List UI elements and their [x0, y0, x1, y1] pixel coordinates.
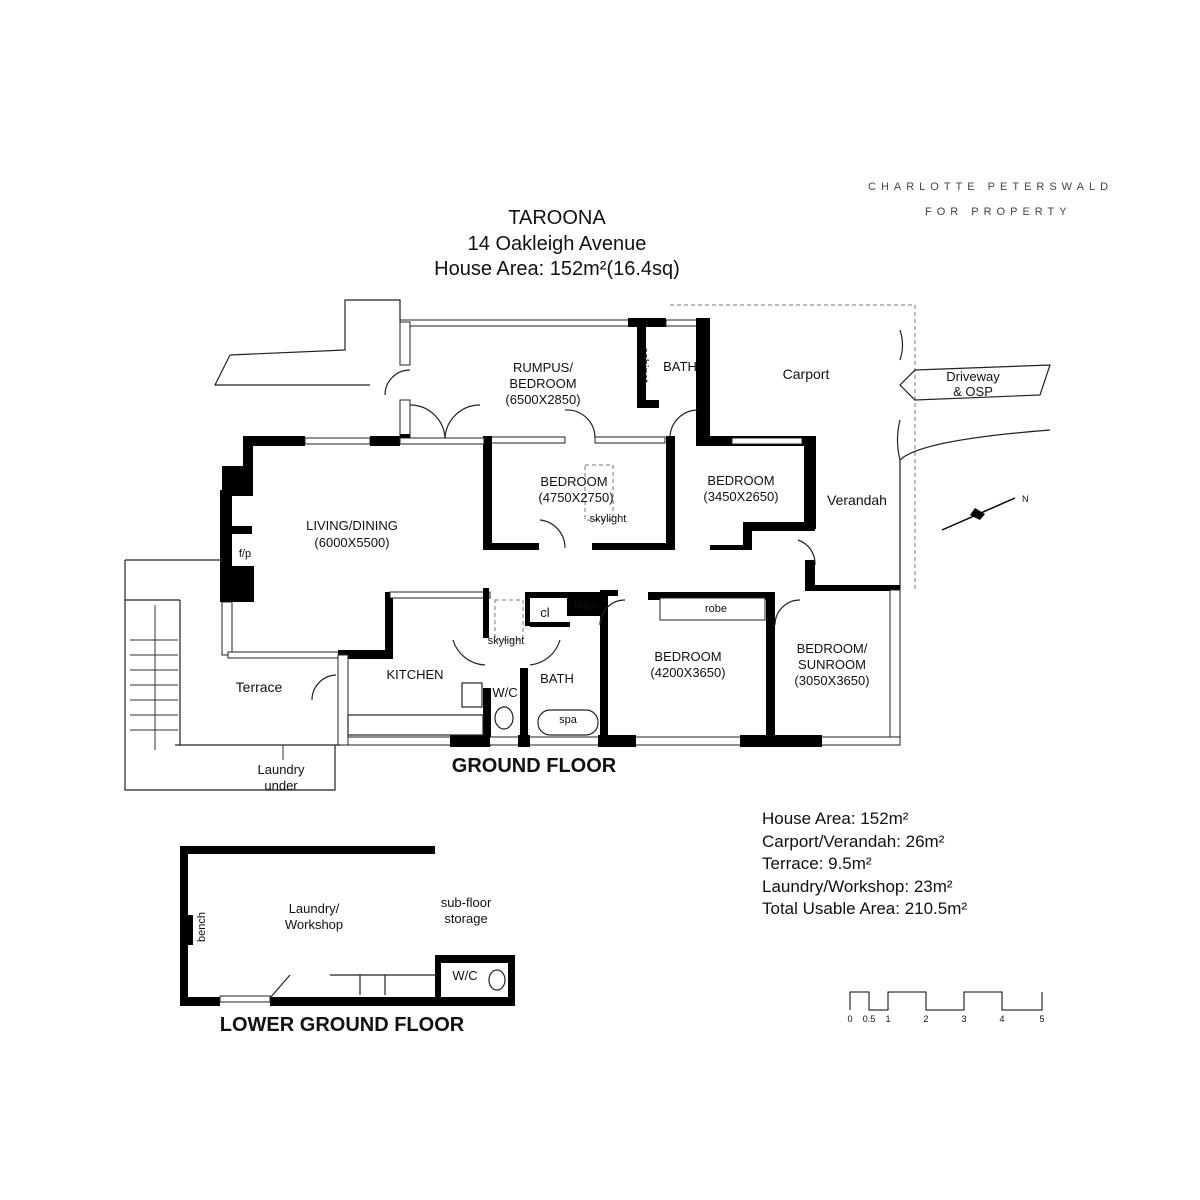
skylight-label: skylight — [590, 513, 627, 525]
carport-label: Carport — [783, 366, 830, 382]
subfloor-storage-label-2: storage — [444, 911, 487, 926]
bedroom-3-label: BEDROOM — [654, 649, 721, 664]
scale-tick: 0 — [847, 1014, 852, 1024]
brand-tagline: FOR PROPERTY — [925, 206, 1072, 218]
bedroom-1-dimensions: (4750X2750) — [538, 490, 613, 505]
bedroom-2-dimensions: (3450X2650) — [703, 489, 778, 504]
linen-label: linen — [574, 600, 597, 612]
area-summary: House Area: 152m² Carport/Verandah: 26m²… — [762, 809, 967, 918]
cabinet-label: cabinet — [638, 347, 650, 382]
driveway-label: Driveway — [946, 369, 1000, 384]
bench-label: bench — [196, 912, 208, 942]
area-line: Carport/Verandah: 26m² — [762, 832, 945, 851]
ground-floor-label: GROUND FLOOR — [452, 755, 617, 777]
suburb-title: TAROONA — [508, 207, 606, 229]
spa-label: spa — [559, 714, 578, 726]
fireplace-label: f/p — [239, 548, 251, 560]
subfloor-storage-label: sub-floor — [441, 895, 492, 910]
room-labels: RUMPUS/ BEDROOM (6500X2850) cabinet BATH… — [236, 347, 1001, 793]
area-line: Terrace: 9.5m² — [762, 854, 872, 873]
sunroom-dimensions: (3050X3650) — [794, 673, 869, 688]
walls-lower-ground-floor — [180, 846, 515, 1006]
area-line: House Area: 152m² — [762, 809, 909, 828]
laundry-under-label-2: under — [264, 778, 298, 793]
rumpus-label: RUMPUS/ — [513, 360, 573, 375]
driveway-label-2: & OSP — [953, 384, 993, 399]
bath-label: BATH — [540, 671, 574, 686]
scale-tick: 0.5 — [863, 1014, 876, 1024]
rumpus-dimensions: (6500X2850) — [505, 392, 580, 407]
skylight-2-label: skylight — [488, 635, 525, 647]
walls-ground-floor — [124, 318, 901, 791]
wc-label: W/C — [492, 685, 517, 700]
svg-text:N: N — [1022, 494, 1029, 504]
brand-name: CHARLOTTE PETERSWALD — [868, 181, 1113, 193]
site-lines — [214, 299, 1051, 590]
scale-tick: 1 — [885, 1014, 890, 1024]
house-area-title: House Area: 152m²(16.4sq) — [434, 258, 680, 280]
living-dimensions: (6000X5500) — [314, 535, 389, 550]
scale-tick: 2 — [923, 1014, 928, 1024]
scale-tick: 5 — [1039, 1014, 1044, 1024]
living-label: LIVING/DINING — [306, 518, 398, 533]
compass-icon: N — [941, 494, 1029, 531]
laundry-workshop-label-2: Workshop — [285, 917, 343, 932]
scale-tick: 3 — [961, 1014, 966, 1024]
sunroom-label-2: SUNROOM — [798, 657, 866, 672]
laundry-under-label: Laundry — [258, 762, 305, 777]
scale-bar: 0 0.5 1 2 3 4 5 — [847, 991, 1045, 1024]
verandah-label: Verandah — [827, 492, 887, 508]
terrace-label: Terrace — [236, 679, 283, 695]
scale-tick: 4 — [999, 1014, 1004, 1024]
bath-top-label: BATH — [663, 359, 697, 374]
kitchen-label: KITCHEN — [386, 667, 443, 682]
address: 14 Oakleigh Avenue — [468, 233, 647, 255]
bedroom-2-label: BEDROOM — [707, 473, 774, 488]
closet-label: cl — [540, 605, 550, 620]
rumpus-label-2: BEDROOM — [509, 376, 576, 391]
bedroom-3-dimensions: (4200X3650) — [650, 665, 725, 680]
bedroom-1-label: BEDROOM — [540, 474, 607, 489]
robe-label: robe — [705, 603, 727, 615]
lower-wc-label: W/C — [452, 968, 477, 983]
area-line: Laundry/Workshop: 23m² — [762, 877, 953, 896]
laundry-workshop-label: Laundry/ — [289, 901, 340, 916]
lower-ground-floor-label: LOWER GROUND FLOOR — [220, 1014, 465, 1036]
area-line: Total Usable Area: 210.5m² — [762, 899, 967, 918]
sunroom-label: BEDROOM/ — [797, 641, 868, 656]
